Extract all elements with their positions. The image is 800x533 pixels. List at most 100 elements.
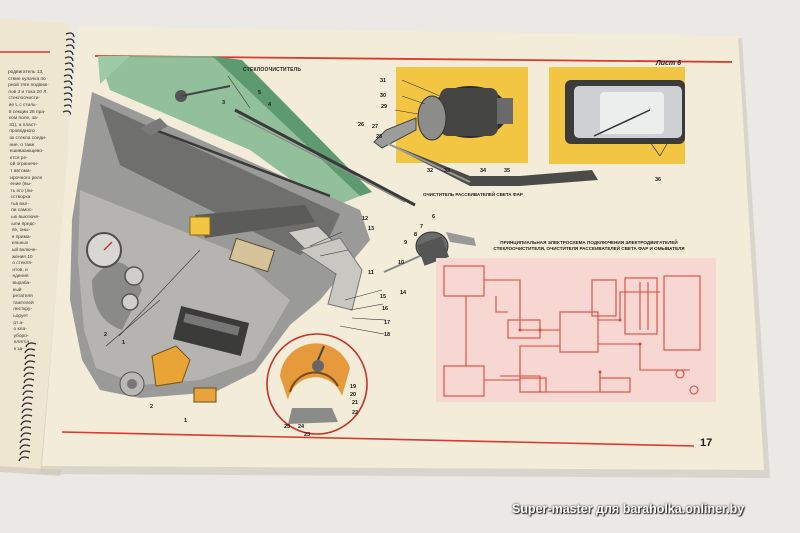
callout-number: 19 bbox=[350, 384, 357, 390]
callout-number: 5 bbox=[258, 90, 262, 96]
callout-number: 25 bbox=[284, 424, 291, 430]
callout-number: 26 bbox=[358, 122, 365, 128]
left-page-line: о стекля- bbox=[12, 261, 33, 267]
left-page-line: к за- bbox=[13, 346, 24, 352]
callout-number: 31 bbox=[380, 78, 387, 84]
leader-lines bbox=[105, 75, 441, 347]
callout-number: 35 bbox=[504, 168, 511, 174]
page-number: 17 bbox=[700, 437, 713, 449]
callout-number: 8 bbox=[414, 232, 418, 238]
callout-number: 1 bbox=[184, 418, 188, 424]
wiper-title: СТЕКЛООЧИСТИТЕЛЬ bbox=[243, 67, 302, 73]
callout-number: 17 bbox=[384, 320, 391, 326]
wiring-diagram-title: ПРИНЦИПИАЛЬНАЯ ЭЛЕКТРОСХЕМА ПОДКЛЮЧЕНИЯ … bbox=[493, 240, 685, 251]
callout-number: 7 bbox=[420, 224, 424, 230]
callout-number: 2 bbox=[104, 332, 108, 338]
callout-number: 3 bbox=[222, 100, 226, 106]
left-page-line: тьв вал- bbox=[10, 201, 29, 207]
callout-number: 29 bbox=[381, 104, 388, 110]
left-page-line: нтов, и bbox=[12, 267, 28, 273]
left-page-line: ный bbox=[12, 287, 22, 293]
left-page-line: о кла- bbox=[13, 327, 27, 333]
left-page-line: ой ограничи- bbox=[9, 162, 39, 168]
switch-assembly bbox=[119, 345, 217, 403]
left-page-line: ок стекла соеди- bbox=[9, 135, 47, 141]
left-page-line: в секции 28 пра- bbox=[8, 109, 46, 115]
left-page-line: я прима- bbox=[11, 234, 32, 240]
callout-number: 23 bbox=[304, 432, 311, 438]
callout-number: 13 bbox=[368, 226, 375, 232]
left-page-line: от а- bbox=[13, 320, 24, 326]
left-page-line: стеклоочисти- bbox=[8, 96, 40, 102]
dashboard bbox=[70, 92, 370, 398]
callout-number: 15 bbox=[380, 294, 387, 300]
left-page-line: ть его (ли- bbox=[10, 188, 34, 194]
left-page-line: ельных bbox=[11, 241, 29, 247]
headlight-panel bbox=[549, 67, 685, 164]
motor-panel bbox=[373, 67, 528, 163]
callout-number: 6 bbox=[432, 214, 436, 220]
left-page-line: 31), а пласт- bbox=[9, 122, 38, 128]
left-page-line: ли самос- bbox=[11, 208, 33, 214]
headlamp-cleaner bbox=[379, 139, 598, 186]
left-page-line: ствие кулачка по bbox=[8, 76, 46, 82]
callout-number: 12 bbox=[362, 216, 369, 222]
left-page-line: тажтелей bbox=[12, 300, 34, 306]
left-page-line: ндения bbox=[12, 274, 29, 280]
left-page-line: родвигатель 13, bbox=[8, 70, 44, 75]
callout-number: 28 bbox=[376, 134, 383, 140]
left-page-line: ение (вы- bbox=[10, 182, 32, 188]
callout-number: 14 bbox=[400, 290, 407, 296]
watermark: Super-master для baraholka.onliner.by bbox=[512, 502, 745, 516]
bottom-red-line bbox=[61, 431, 695, 447]
left-page-line: ешиваающево- bbox=[9, 149, 44, 155]
left-page-line: рной тяге подвиж- bbox=[8, 83, 49, 89]
callout-number: 22 bbox=[352, 410, 359, 416]
callout-number: 10 bbox=[398, 260, 405, 266]
callout-number: 11 bbox=[368, 270, 374, 276]
wiring-diagram bbox=[436, 258, 716, 402]
left-page-line: ется ре- bbox=[9, 155, 28, 161]
left-page-line: ие L с стиль- bbox=[8, 102, 38, 108]
left-page-line: проводного bbox=[9, 129, 35, 135]
left-page-line: нлятся bbox=[13, 340, 29, 346]
windshield-wiper bbox=[140, 85, 416, 207]
left-page-line: ние, о такж bbox=[9, 142, 35, 148]
left-page-line: ком поле, за- bbox=[9, 116, 39, 122]
left-page-line: т автома- bbox=[10, 168, 32, 174]
callout-number: 24 bbox=[298, 424, 305, 430]
callout-number: 4 bbox=[268, 102, 272, 108]
callout-number: 30 bbox=[380, 93, 387, 99]
callout-number: 16 bbox=[382, 306, 389, 312]
left-page-line: ый включе- bbox=[11, 248, 38, 254]
detail-inset bbox=[266, 333, 368, 435]
left-page-line: лесткру- bbox=[13, 307, 32, 313]
callout-number: 18 bbox=[384, 332, 391, 338]
callout-number: 34 bbox=[480, 168, 487, 174]
callout-number: 2 bbox=[150, 404, 154, 410]
spiral-binding bbox=[18, 32, 75, 462]
left-page-line: пов 3 и тока 20 Л. bbox=[8, 89, 48, 95]
left-page-line: ьорует bbox=[13, 313, 29, 319]
callout-number: 36 bbox=[655, 177, 662, 183]
callout-number: 32 bbox=[427, 168, 434, 174]
callout-number: 1 bbox=[122, 340, 126, 346]
left-page-line: ью выключе- bbox=[11, 215, 40, 221]
left-page-line: ле, оны- bbox=[11, 228, 31, 234]
headlamp-cleaner-caption: ОЧИСТИТЕЛЬ РАССЕИВАТЕЛЕЙ СВЕТА ФАР bbox=[423, 192, 523, 197]
callout-number: 27 bbox=[372, 124, 379, 130]
callout-number: 33 bbox=[444, 168, 451, 174]
left-page-line: уборо- bbox=[13, 333, 29, 339]
left-page-line: жения 10 bbox=[12, 254, 33, 260]
left-page-line: выраба- bbox=[12, 281, 31, 286]
callout-number: 20 bbox=[350, 392, 357, 398]
sheet-label: Лист 6 bbox=[656, 60, 682, 67]
callout-number: 9 bbox=[404, 240, 408, 246]
left-page-line: ретателя bbox=[12, 294, 33, 300]
left-page-line: ирочного реле bbox=[10, 175, 43, 181]
callout-number: 21 bbox=[352, 400, 359, 406]
left-page-line: ыли предс- bbox=[11, 221, 37, 227]
left-page-line: сстворка bbox=[10, 195, 31, 201]
